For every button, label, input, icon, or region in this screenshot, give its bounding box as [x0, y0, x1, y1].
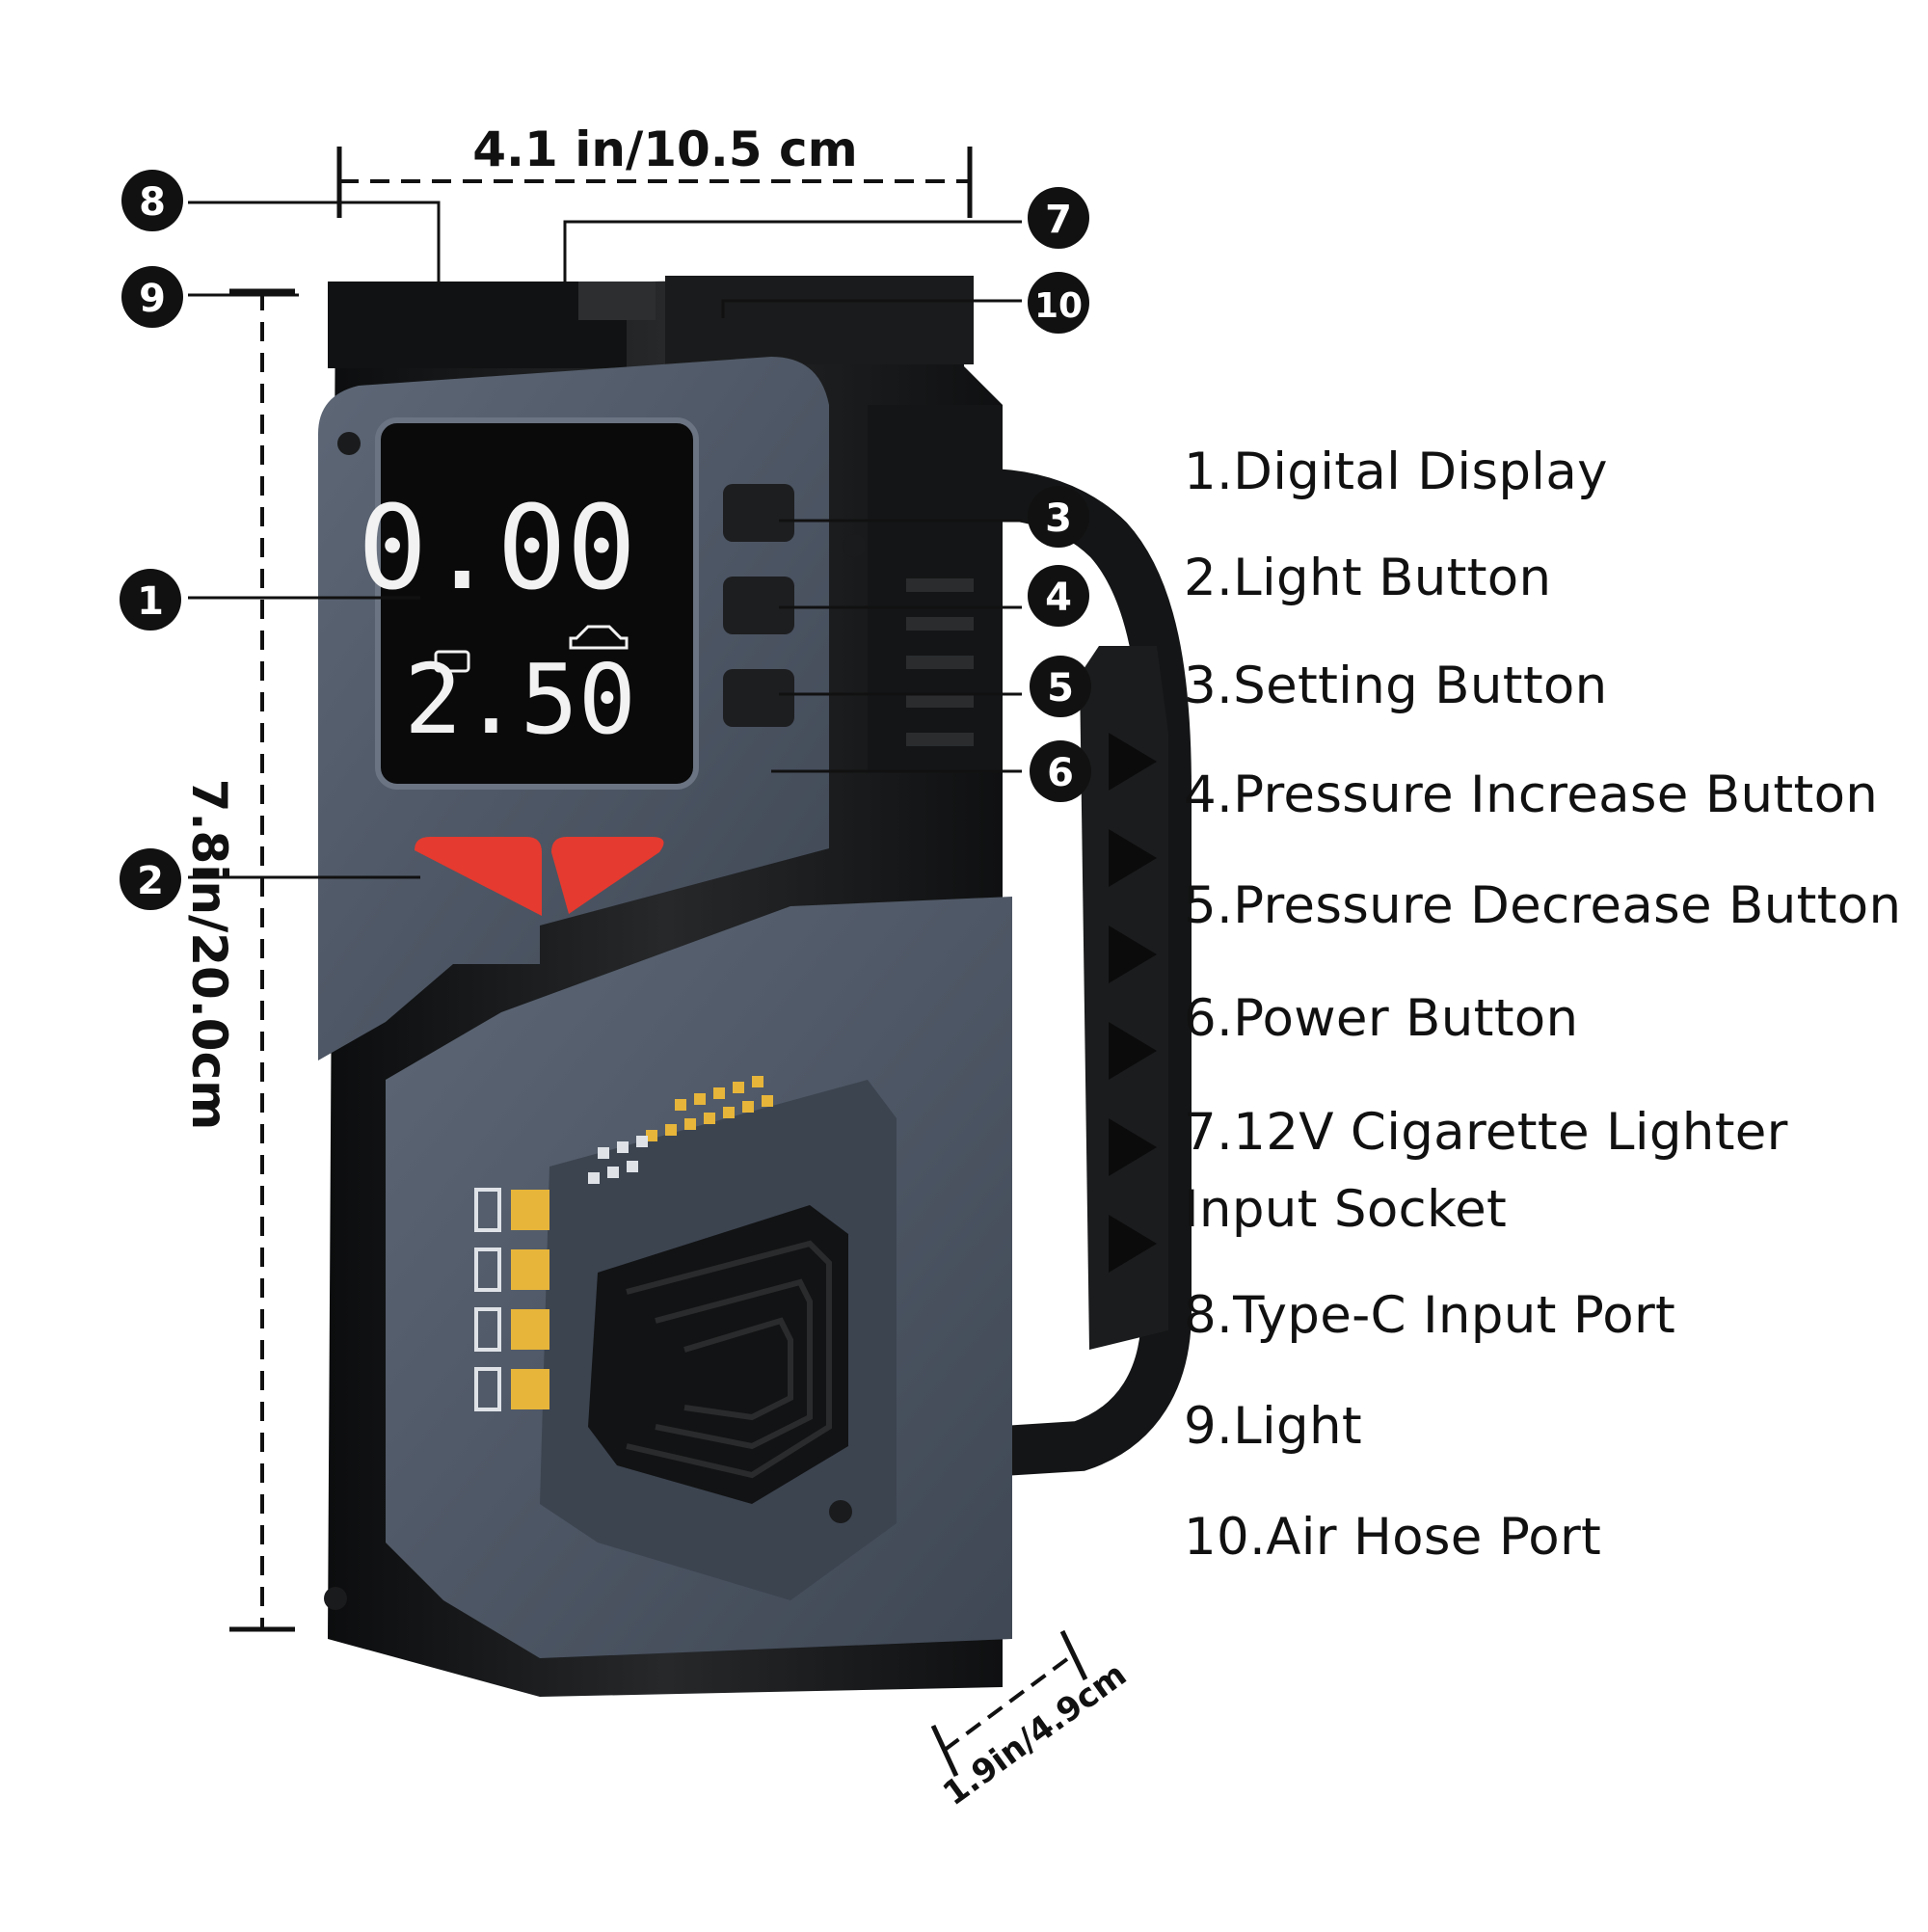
power-button[interactable]: [551, 837, 664, 914]
callout-7: 7: [1045, 198, 1072, 242]
legend-item: 3.Setting Button: [1184, 657, 1608, 715]
display-bottom-reading: 2.50: [404, 643, 636, 756]
callout-badges: 8 9 7 10 1 2 3 4 5 6: [120, 170, 1091, 910]
legend-item: 8.Type-C Input Port: [1184, 1286, 1676, 1345]
callout-1: 1: [137, 579, 164, 624]
red-buttons: [415, 837, 664, 916]
callout-10: 10: [1034, 286, 1083, 326]
legend-item: 6.Power Button: [1184, 989, 1579, 1048]
legend-item: 2.Light Button: [1184, 549, 1552, 607]
pressure-increase-button[interactable]: [723, 577, 794, 634]
vent-slots: [906, 578, 974, 746]
leader-lines: [188, 201, 1022, 879]
width-label: 4.1 in/10.5 cm: [472, 121, 858, 177]
pressure-decrease-button[interactable]: [723, 669, 794, 727]
dot-pattern: [588, 1076, 773, 1184]
battery-level-indicator: [474, 1188, 549, 1411]
height-label: 7.8in/20.0cm: [181, 779, 237, 1131]
callout-8: 8: [139, 180, 166, 225]
light-button[interactable]: [415, 837, 542, 916]
legend-item: Input Socket: [1184, 1180, 1508, 1239]
legend-item: 7.12V Cigarette Lighter: [1184, 1103, 1788, 1162]
top-port-block: [328, 282, 627, 368]
height-dimension: 7.8in/20.0cm: [181, 288, 295, 1632]
callout-2: 2: [137, 859, 164, 903]
car-icon: [569, 625, 629, 650]
legend-item: 10.Air Hose Port: [1184, 1508, 1602, 1567]
setting-button[interactable]: [723, 484, 794, 542]
callout-9: 9: [139, 277, 166, 321]
screws: [324, 432, 866, 1610]
legend-item: 4.Pressure Increase Button: [1184, 765, 1879, 824]
side-buttons: [723, 484, 794, 727]
callout-5: 5: [1047, 666, 1074, 711]
digital-display: 0.00 2.50: [358, 417, 699, 790]
callout-4: 4: [1045, 576, 1072, 620]
callout-3: 3: [1045, 496, 1072, 541]
feature-legend: 1.Digital Display 2.Light Button 3.Setti…: [1184, 0, 1916, 1928]
display-top-reading: 0.00: [358, 482, 636, 616]
air-hose-port-block: [665, 276, 974, 364]
battery-icon: [434, 650, 470, 673]
legend-item: 5.Pressure Decrease Button: [1184, 876, 1902, 935]
width-dimension: 4.1 in/10.5 cm: [336, 121, 973, 218]
legend-item: 1.Digital Display: [1184, 443, 1608, 501]
callout-6: 6: [1047, 751, 1074, 795]
legend-item: 9.Light: [1184, 1397, 1362, 1456]
